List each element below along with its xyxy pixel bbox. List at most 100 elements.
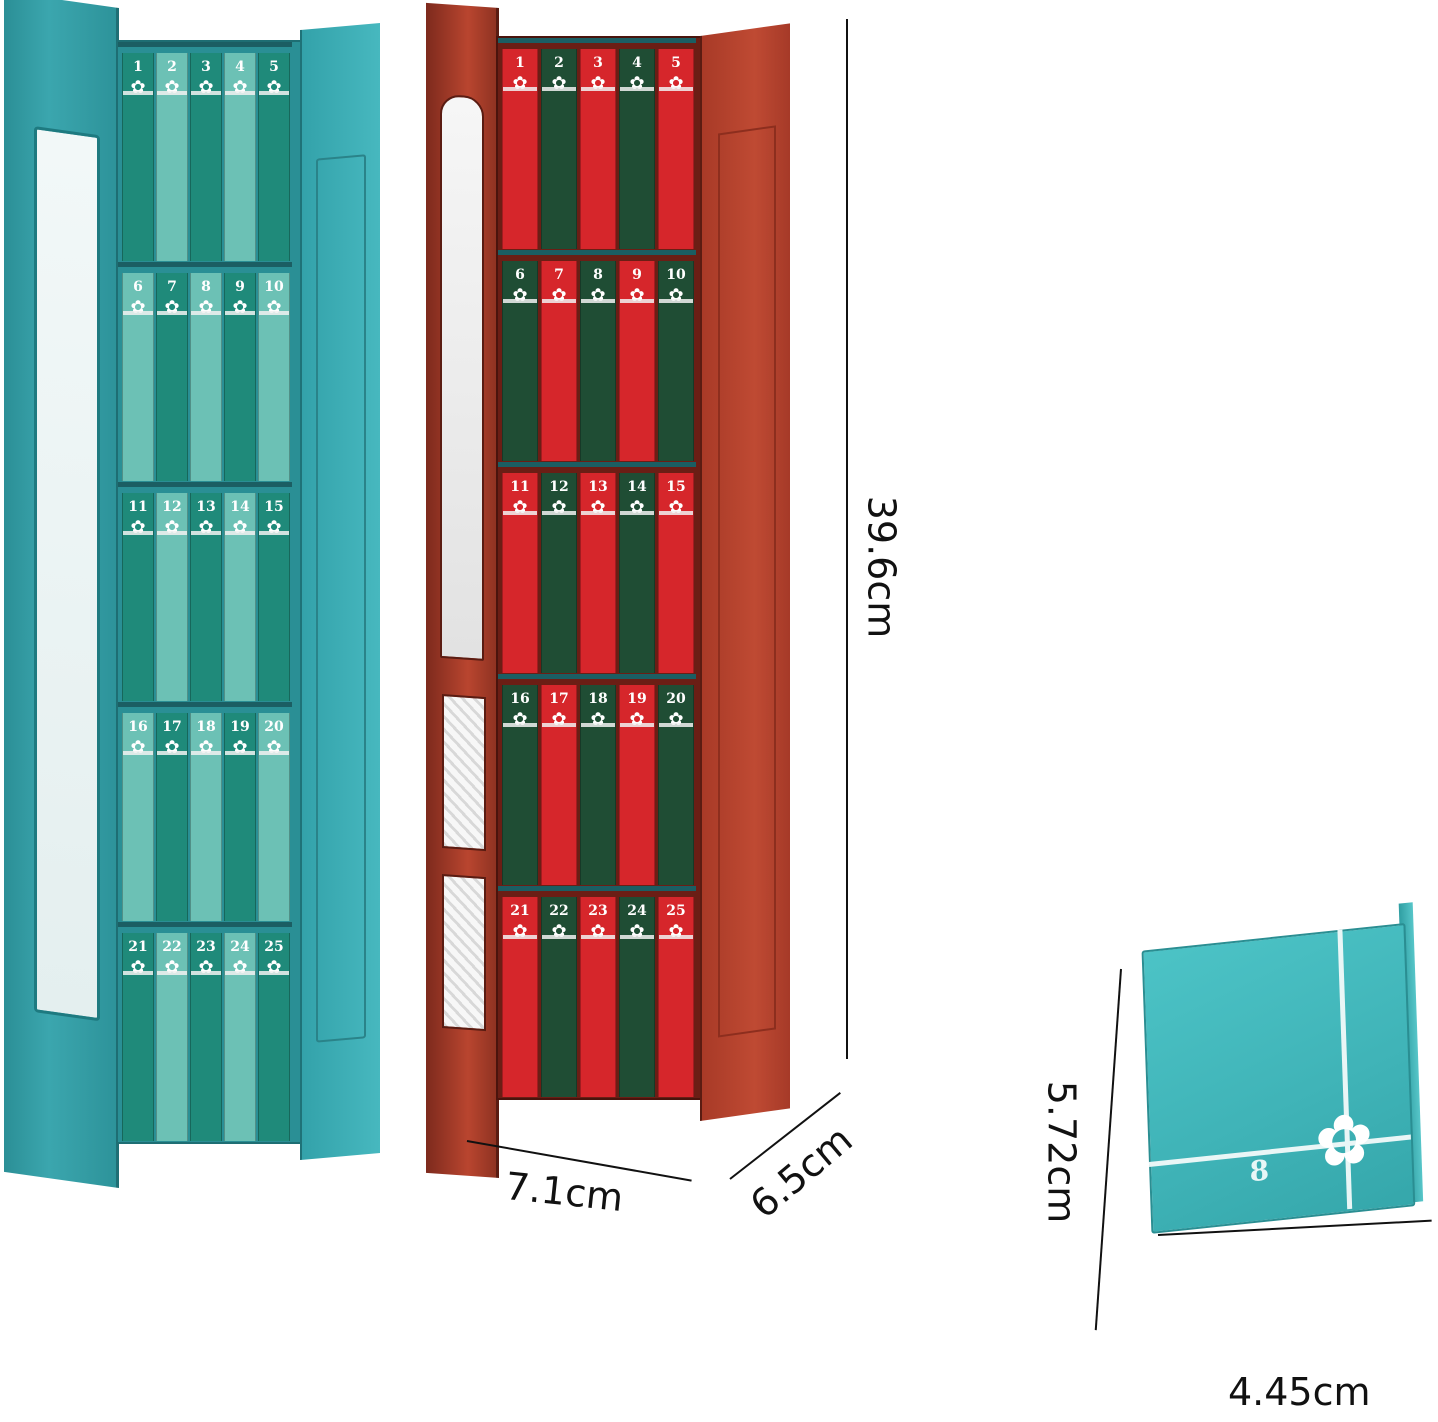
- calendar-slot[interactable]: 20✿: [658, 685, 694, 885]
- slot-number: 14: [230, 499, 250, 515]
- slot-number: 20: [264, 719, 284, 735]
- slot-number: 6: [515, 267, 525, 283]
- slot-number: 20: [666, 691, 686, 707]
- calendar-slot[interactable]: 5✿: [258, 53, 290, 261]
- small-box-face: [1141, 922, 1416, 1234]
- calendar-slot[interactable]: 6✿: [502, 261, 538, 461]
- slot-number: 16: [128, 719, 148, 735]
- red-calendar-box: 1✿2✿3✿4✿5✿6✿7✿8✿9✿10✿11✿12✿13✿14✿15✿16✿1…: [496, 36, 706, 1100]
- calendar-slot[interactable]: 11✿: [122, 493, 154, 701]
- slot-ribbon: [542, 87, 576, 91]
- slot-number: 15: [666, 479, 686, 495]
- calendar-slot[interactable]: 25✿: [658, 897, 694, 1097]
- slot-number: 23: [196, 939, 216, 955]
- teal-calendar-box: 1✿2✿3✿4✿5✿6✿7✿8✿9✿10✿11✿12✿13✿14✿15✿16✿1…: [116, 40, 305, 1144]
- drawer: 1✿2✿3✿4✿5✿: [498, 38, 696, 255]
- slot-ribbon: [542, 723, 576, 727]
- teal-calendar-door: [4, 0, 119, 1189]
- calendar-slot[interactable]: 24✿: [619, 897, 655, 1097]
- slot-number: 14: [627, 479, 647, 495]
- calendar-slot[interactable]: 22✿: [541, 897, 577, 1097]
- slot-number: 5: [671, 55, 681, 71]
- drawer: 16✿17✿18✿19✿20✿: [498, 674, 696, 891]
- calendar-slot[interactable]: 6✿: [122, 273, 154, 481]
- slot-ribbon: [503, 723, 537, 727]
- calendar-slot[interactable]: 2✿: [541, 49, 577, 249]
- calendar-slot[interactable]: 4✿: [619, 49, 655, 249]
- slot-number: 24: [627, 903, 647, 919]
- calendar-slot[interactable]: 17✿: [541, 685, 577, 885]
- calendar-slot[interactable]: 12✿: [541, 473, 577, 673]
- calendar-slot[interactable]: 10✿: [258, 273, 290, 481]
- calendar-slot[interactable]: 25✿: [258, 933, 290, 1141]
- slot-number: 7: [554, 267, 564, 283]
- calendar-slot[interactable]: 15✿: [258, 493, 290, 701]
- calendar-slot[interactable]: 22✿: [156, 933, 188, 1141]
- calendar-slot[interactable]: 5✿: [658, 49, 694, 249]
- slot-number: 11: [128, 499, 148, 515]
- calendar-slot[interactable]: 18✿: [580, 685, 616, 885]
- slot-number: 10: [666, 267, 686, 283]
- slot-ribbon: [225, 531, 255, 535]
- calendar-slot[interactable]: 13✿: [190, 493, 222, 701]
- slot-number: 18: [588, 691, 608, 707]
- slot-ribbon: [620, 723, 654, 727]
- slot-ribbon: [659, 723, 693, 727]
- slot-number: 1: [515, 55, 525, 71]
- calendar-slot[interactable]: 9✿: [619, 261, 655, 461]
- calendar-slot[interactable]: 3✿: [190, 53, 222, 261]
- slot-number: 10: [264, 279, 284, 295]
- calendar-slot[interactable]: 20✿: [258, 713, 290, 921]
- slot-ribbon: [659, 935, 693, 939]
- calendar-slot[interactable]: 12✿: [156, 493, 188, 701]
- calendar-slot[interactable]: 3✿: [580, 49, 616, 249]
- slot-ribbon: [581, 87, 615, 91]
- small-gift-box: 8 ✿: [1141, 902, 1424, 1234]
- slot-number: 22: [162, 939, 182, 955]
- calendar-slot[interactable]: 4✿: [224, 53, 256, 261]
- slot-ribbon: [659, 511, 693, 515]
- calendar-slot[interactable]: 14✿: [619, 473, 655, 673]
- calendar-slot[interactable]: 1✿: [122, 53, 154, 261]
- calendar-slot[interactable]: 13✿: [580, 473, 616, 673]
- drawer: 11✿12✿13✿14✿15✿: [118, 482, 292, 707]
- calendar-slot[interactable]: 16✿: [122, 713, 154, 921]
- slot-ribbon: [503, 87, 537, 91]
- calendar-slot[interactable]: 15✿: [658, 473, 694, 673]
- calendar-slot[interactable]: 16✿: [502, 685, 538, 885]
- slot-number: 25: [666, 903, 686, 919]
- calendar-slot[interactable]: 19✿: [619, 685, 655, 885]
- calendar-slot[interactable]: 7✿: [541, 261, 577, 461]
- slot-ribbon: [191, 971, 221, 975]
- slot-number: 13: [196, 499, 216, 515]
- slot-ribbon: [259, 751, 289, 755]
- red-door-lattice-panel: [442, 694, 486, 852]
- calendar-slot[interactable]: 8✿: [190, 273, 222, 481]
- calendar-slot[interactable]: 18✿: [190, 713, 222, 921]
- drawer: 6✿7✿8✿9✿10✿: [498, 250, 696, 467]
- calendar-slot[interactable]: 10✿: [658, 261, 694, 461]
- slot-ribbon: [259, 311, 289, 315]
- calendar-slot[interactable]: 8✿: [580, 261, 616, 461]
- calendar-slot[interactable]: 11✿: [502, 473, 538, 673]
- calendar-slot[interactable]: 1✿: [502, 49, 538, 249]
- calendar-slot[interactable]: 21✿: [502, 897, 538, 1097]
- calendar-slot[interactable]: 24✿: [224, 933, 256, 1141]
- calendar-slot[interactable]: 23✿: [190, 933, 222, 1141]
- red-calendar-side: [700, 23, 790, 1122]
- drawer: 6✿7✿8✿9✿10✿: [118, 262, 292, 487]
- calendar-slot[interactable]: 2✿: [156, 53, 188, 261]
- slot-ribbon: [225, 971, 255, 975]
- slot-number: 4: [235, 59, 245, 75]
- calendar-slot[interactable]: 14✿: [224, 493, 256, 701]
- slot-ribbon: [191, 311, 221, 315]
- calendar-slot[interactable]: 19✿: [224, 713, 256, 921]
- calendar-slot[interactable]: 21✿: [122, 933, 154, 1141]
- calendar-slot[interactable]: 7✿: [156, 273, 188, 481]
- calendar-slot[interactable]: 23✿: [580, 897, 616, 1097]
- calendar-slot[interactable]: 17✿: [156, 713, 188, 921]
- calendar-slot[interactable]: 9✿: [224, 273, 256, 481]
- slot-ribbon: [123, 971, 153, 975]
- slot-ribbon: [503, 935, 537, 939]
- slot-ribbon: [157, 311, 187, 315]
